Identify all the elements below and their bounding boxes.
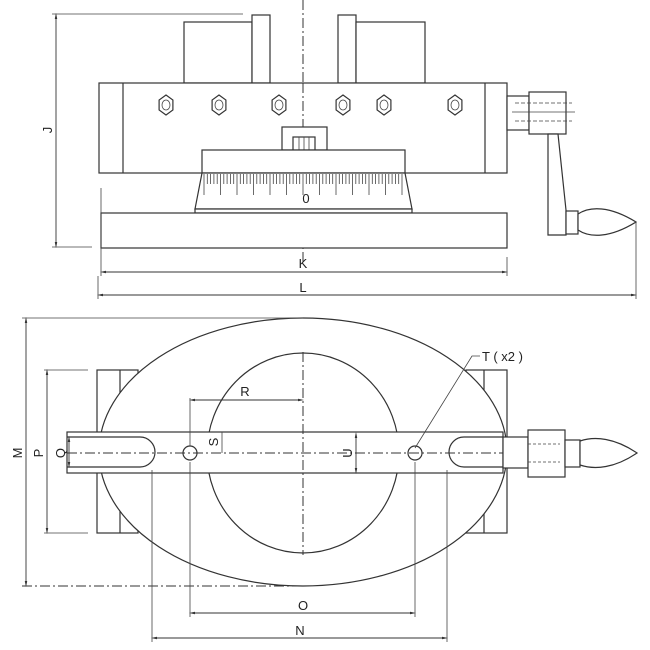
dimension-q: Q — [53, 435, 71, 469]
dial-base-ring — [194, 208, 413, 214]
hex-nut-icon — [211, 94, 227, 116]
side-view: J 0 — [40, 0, 638, 299]
dimension-label-p: P — [31, 449, 46, 458]
dimension-label-l: L — [299, 280, 306, 295]
dimension-label-q: Q — [53, 448, 68, 458]
dimension-label-j: J — [40, 127, 55, 134]
dimension-k: K — [99, 188, 509, 276]
top-view: M P Q R S U — [10, 316, 639, 642]
dimension-label-u: U — [340, 448, 355, 457]
dimension-label-r: R — [240, 384, 249, 399]
dimension-label-o: O — [298, 598, 308, 613]
right-slot — [448, 436, 503, 468]
dial-top-plate — [201, 149, 406, 174]
left-slot — [67, 436, 156, 468]
dimension-u: U — [340, 431, 358, 475]
dial-scale-ticks — [203, 174, 403, 195]
callout-label-t: T ( x2 ) — [482, 349, 523, 364]
hex-nut-icon — [376, 94, 392, 116]
dimension-m: M — [10, 316, 303, 588]
right-jaw-block — [355, 21, 426, 84]
dimension-label-n: N — [295, 623, 304, 638]
dimension-s: S — [206, 432, 223, 453]
dimension-n: N — [150, 470, 449, 642]
dimension-l: L — [96, 222, 638, 299]
dimension-label-k: K — [299, 256, 308, 271]
dimension-p: P — [31, 368, 88, 535]
dimension-label-s: S — [206, 437, 221, 446]
hex-nut-icon — [158, 94, 174, 116]
side-handle — [502, 429, 639, 478]
dial-zero-label: 0 — [302, 191, 309, 206]
callout-t: T ( x2 ) — [414, 349, 523, 449]
dimension-o: O — [188, 462, 417, 617]
dimension-r: R — [188, 384, 305, 446]
hex-nut-icon — [271, 94, 287, 116]
left-jaw-plate — [251, 14, 271, 84]
dimension-j: J — [40, 12, 243, 249]
hex-nut-icon — [447, 94, 463, 116]
left-jaw-block — [183, 21, 253, 84]
hex-nut-icon — [335, 94, 351, 116]
right-jaw-plate — [337, 14, 357, 84]
hex-nut-row — [158, 94, 463, 116]
vise-base — [100, 212, 508, 249]
dimension-label-m: M — [10, 448, 25, 459]
crank-handle — [506, 91, 638, 236]
